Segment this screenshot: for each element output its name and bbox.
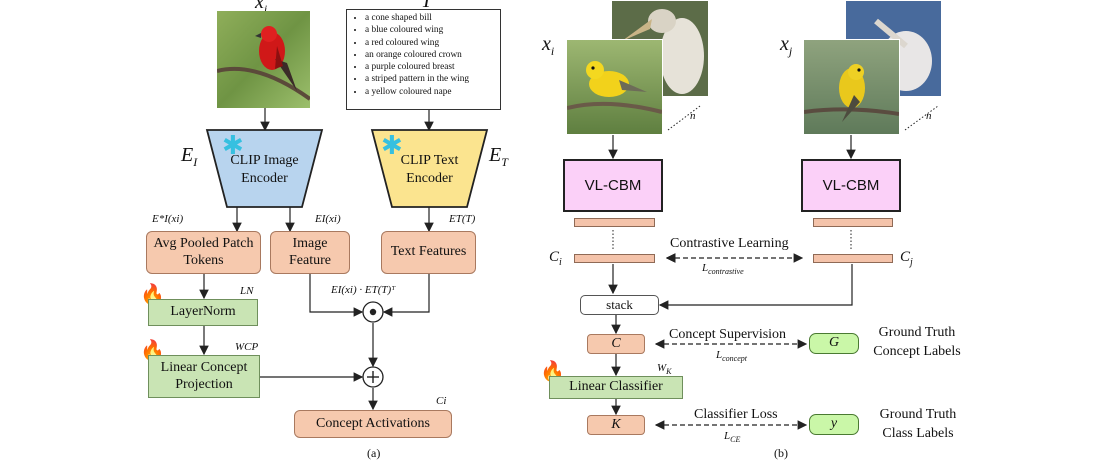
concept-matrix-box: C <box>587 334 645 354</box>
image-feature-box: Image Feature <box>270 231 350 274</box>
patch-token-label: E*I(xi) <box>152 213 184 225</box>
concept-list-box: a cone shaped billa blue coloured winga … <box>346 9 501 110</box>
xj-label-b: xj <box>780 33 793 58</box>
ground-truth-concept-labels: Ground Truth Concept Labels <box>873 325 961 359</box>
concept-vector-right-top <box>813 218 893 227</box>
concept-vector-right-bottom <box>813 254 893 263</box>
concept-item: a cone shaped bill <box>365 12 500 24</box>
logits-k-box: K <box>587 415 645 435</box>
concept-item: a purple coloured breast <box>365 61 500 73</box>
wk-label: WK <box>657 362 672 377</box>
cj-label-b: Cj <box>900 249 913 268</box>
text-input-label: T <box>421 0 433 12</box>
dot-product-label: EI(xi) · ET(T)ᵀ <box>331 284 396 296</box>
concept-supervision-label: Concept Supervision <box>669 327 787 342</box>
ground-truth-g-box: G <box>809 333 859 354</box>
contrastive-learning-label: Contrastive Learning <box>670 236 789 251</box>
frozen-snowflake-icon: ✱ <box>222 131 244 160</box>
xi-label-b: xi <box>542 33 555 58</box>
vlcbm-right-box: VL-CBM <box>801 159 901 212</box>
layernorm-box: LayerNorm <box>148 299 258 326</box>
n-label-right: n <box>926 110 932 122</box>
clip-image-encoder: CLIP Image Encoder <box>230 153 299 186</box>
concept-vector-left-bottom <box>574 254 655 263</box>
linear-classifier-box: Linear Classifier <box>549 376 683 399</box>
concept-item: a red coloured wing <box>365 37 500 49</box>
ei-label: EI <box>181 144 198 169</box>
stack-box: stack <box>580 295 659 315</box>
ci-label-b: Ci <box>549 249 562 268</box>
l-concept-label: Lconcept <box>716 349 747 364</box>
ln-label: LN <box>240 285 254 297</box>
text-feature-label: ET(T) <box>449 213 476 225</box>
concept-item: a striped pattern in the wing <box>365 73 500 85</box>
xj-bird-image <box>803 39 900 135</box>
linear-concept-projection: Linear Concept Projection <box>148 355 260 398</box>
ci-label: Ci <box>436 395 447 407</box>
concept-vector-left-top <box>574 218 655 227</box>
frozen-snowflake-icon: ✱ <box>381 131 403 160</box>
l-ce-label: LCE <box>724 430 741 445</box>
concept-item: a blue coloured wing <box>365 24 500 36</box>
wcp-label: WCP <box>235 341 259 353</box>
avg-pooled-patch-tokens: Avg Pooled Patch Tokens <box>146 231 261 274</box>
l-contrastive-label: Lcontrastive <box>702 262 744 277</box>
ground-truth-class-labels: Ground Truth Class Labels <box>879 407 957 441</box>
ground-truth-y-box: y <box>809 414 859 435</box>
concept-item: a yellow coloured nape <box>365 86 500 98</box>
text-features-box: Text Features <box>381 231 476 274</box>
xi-bird-image <box>566 39 663 135</box>
concept-list: a cone shaped billa blue coloured winga … <box>347 12 500 98</box>
concept-item: an orange coloured crown <box>365 49 500 61</box>
input-bird-image <box>217 11 310 108</box>
classifier-loss-label: Classifier Loss <box>694 407 778 422</box>
caption-b: (b) <box>774 446 788 460</box>
clip-text-encoder: CLIP Text Encoder <box>400 153 459 186</box>
concept-activations-box: Concept Activations <box>294 410 452 438</box>
caption-a: (a) <box>367 446 381 460</box>
vlcbm-left-box: VL-CBM <box>563 159 663 212</box>
image-feature-label: EI(xi) <box>315 213 341 225</box>
et-label: ET <box>489 144 508 169</box>
n-label-left: n <box>690 110 696 122</box>
xi-input-label: xi <box>255 0 268 16</box>
